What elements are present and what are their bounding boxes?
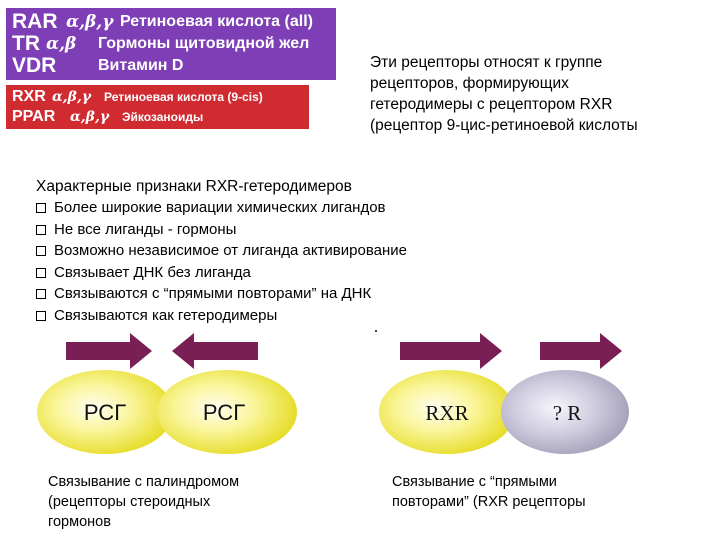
caption-line: (рецепторы стероидных [48, 494, 211, 510]
heterodimer-note: Эти рецепторы относят к группе рецепторо… [370, 52, 710, 136]
receptor-group-1-box: RAR α,β,γ Ретиноевая кислота (all) TR α,… [6, 8, 336, 80]
list-item: Связываются с “прямыми повторами” на ДНК [36, 283, 407, 305]
checkbox-bullet-icon [36, 267, 46, 278]
list-item: Не все лиганды - гормоны [36, 219, 407, 241]
caption-line: гормонов [48, 514, 111, 530]
receptor-ligand: Эйкозаноиды [122, 110, 204, 124]
receptor-ellipse [379, 370, 515, 454]
receptor-group-2-box: RXR α,β,γ Ретиноевая кислота (9-cis) PPA… [6, 85, 309, 129]
receptor-code: VDR [12, 54, 57, 77]
features-title: Характерные признаки RXR-гетеродимеров [36, 178, 352, 195]
dot-mark [375, 330, 377, 332]
note-line: гетеродимеры с рецептором RXR [370, 96, 613, 113]
receptor-isoforms: α,β,γ [66, 12, 114, 32]
direct-repeats-caption: Связывание с “прямыми повторами” (RXR ре… [392, 472, 586, 512]
receptor-ligand: Витамин D [98, 57, 184, 74]
feature-text: Возможно независимое от лиганда активиро… [54, 242, 407, 259]
features-list: Характерные признаки RXR-гетеродимеров Б… [36, 176, 407, 326]
checkbox-bullet-icon [36, 224, 46, 235]
receptor-ligand: Ретиноевая кислота (9-cis) [104, 90, 263, 104]
checkbox-bullet-icon [36, 310, 46, 321]
note-line: рецепторов, формирующих [370, 75, 569, 92]
caption-line: Связывание с “прямыми [392, 474, 557, 490]
ellipse-label: ? R [553, 401, 582, 425]
arrow-left-icon [172, 333, 258, 369]
ellipse-label: RXR [425, 401, 468, 425]
list-item: Возможно независимое от лиганда активиро… [36, 240, 407, 262]
ellipse-label: РСГ [84, 400, 126, 425]
feature-text: Не все лиганды - гормоны [54, 220, 237, 238]
receptor-ellipse [501, 370, 629, 454]
palindrome-caption: Связывание с палиндромом (рецепторы стер… [48, 472, 239, 532]
receptor-isoforms: α,β,γ [70, 109, 110, 125]
feature-text: Связывает ДНК без лиганда [54, 263, 251, 281]
receptor-code: TR [12, 32, 40, 55]
caption-line: Связывание с палиндромом [48, 474, 240, 490]
receptor-code: RAR [12, 10, 58, 33]
list-item: Более широкие вариации химических лиганд… [36, 197, 407, 219]
arrow-right-icon [400, 333, 502, 369]
note-line: Эти рецепторы относят к группе [370, 54, 603, 71]
receptor-code: PPAR [12, 108, 56, 125]
arrow-right-icon [66, 333, 152, 369]
receptor-code: RXR [12, 88, 46, 105]
feature-text: Связываются с “прямыми повторами” на ДНК [54, 285, 372, 302]
checkbox-bullet-icon [36, 203, 46, 213]
receptor-ligand: Ретиноевая кислота (all) [120, 13, 313, 30]
list-item: Связывает ДНК без лиганда [36, 262, 407, 284]
feature-text: Более широкие вариации химических лиганд… [54, 199, 386, 216]
receptor-ellipse [37, 370, 173, 454]
arrow-right-icon [540, 333, 622, 369]
caption-line: повторами” (RXR рецепторы [392, 494, 586, 510]
receptor-ligand: Гормоны щитовидной жел [98, 35, 310, 52]
feature-text: Связываются как гетеродимеры [54, 306, 278, 324]
checkbox-bullet-icon [36, 289, 46, 299]
checkbox-bullet-icon [36, 246, 46, 256]
list-item: Связываются как гетеродимеры [36, 305, 407, 327]
receptor-ellipse [157, 370, 297, 454]
ellipse-label: РСГ [203, 400, 245, 425]
receptor-isoforms: α,β,γ [52, 89, 92, 105]
note-line: (рецептор 9-цис-ретиноевой кислоты [370, 117, 638, 134]
receptor-isoforms: α,β [46, 34, 77, 54]
